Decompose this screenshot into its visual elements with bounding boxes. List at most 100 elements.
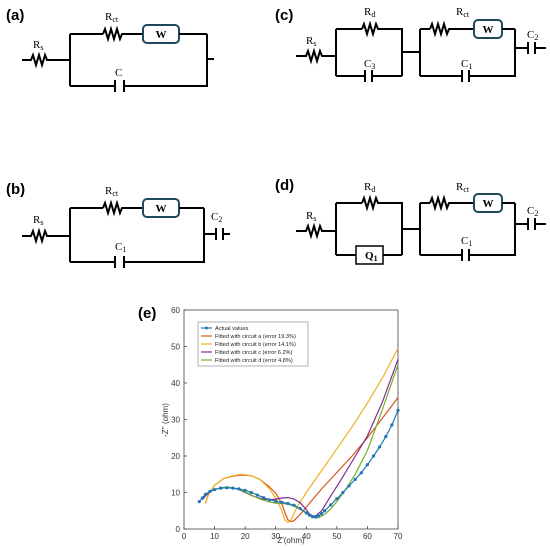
y-tick-label: 20 — [171, 452, 180, 461]
right-wires-b — [179, 207, 230, 235]
y-tick-label: 50 — [171, 343, 180, 352]
data-point — [319, 512, 324, 516]
x-tick-label: 50 — [332, 532, 341, 541]
panel-label-a: (a) — [6, 7, 24, 24]
parallel-wires-d2 — [419, 202, 516, 256]
plot-series — [197, 348, 400, 524]
rd-label-c: Rd — [364, 6, 375, 19]
y-axis-label: -Z'' (ohm) — [161, 403, 170, 437]
data-point — [347, 484, 351, 488]
data-point — [371, 454, 376, 458]
data-point — [353, 477, 357, 481]
capacitor-c1-c — [461, 70, 470, 82]
c3-label: C3 — [364, 58, 375, 71]
y-tick-label: 60 — [171, 306, 180, 315]
data-point — [219, 486, 223, 490]
legend-marker — [205, 326, 208, 330]
q1-label: Q1 — [365, 250, 378, 263]
data-point — [268, 498, 272, 502]
c2-label-d: C2 — [527, 205, 538, 218]
data-point — [378, 445, 382, 449]
x-tick-label: 60 — [363, 532, 372, 541]
capacitor-c2-c — [527, 42, 536, 54]
rs-label: Rs — [33, 39, 43, 52]
x-tick-label: 40 — [302, 532, 311, 541]
data-point — [237, 487, 241, 491]
data-point — [329, 503, 333, 507]
rct-label-c: Rct — [456, 6, 470, 19]
legend-entry: Fitted with circuit b (error 14.1%) — [215, 342, 296, 348]
cpe-box-q1 — [355, 245, 384, 265]
rct-resistor-a — [102, 25, 143, 43]
legend-entry: Fitted with circuit c (error 6.2%) — [215, 350, 293, 356]
data-point — [396, 408, 400, 412]
legend-box — [197, 321, 309, 367]
data-point — [203, 492, 207, 496]
parallel-wires-c2 — [419, 28, 516, 77]
data-point — [208, 489, 212, 494]
warburg-label-d: W — [483, 198, 494, 210]
c1-label-d: C1 — [461, 235, 472, 248]
data-point — [292, 503, 296, 507]
c2-label-b: C2 — [211, 211, 222, 224]
rct-label-a: Rct — [105, 11, 119, 24]
y-tick-label: 30 — [171, 416, 180, 425]
legend-entry: Fitted with circuit d (error 4.8%) — [215, 358, 293, 364]
warburg-label-b: W — [156, 203, 167, 215]
y-tick-label: 40 — [171, 379, 180, 388]
x-axis-label: Z'(ohm) — [277, 536, 305, 545]
panel-label-c: (c) — [275, 7, 293, 24]
rd-resistor-d — [361, 194, 380, 212]
data-point — [212, 487, 217, 492]
rs-resistor-b — [22, 227, 70, 245]
circuit-d: (d) Rs Rd Q1 Rct W C1 C2 — [275, 177, 546, 265]
c1-label-b: C1 — [115, 241, 126, 254]
legend-entry: Fitted with circuit a (error 19.3%) — [215, 334, 296, 340]
data-point — [225, 486, 229, 490]
data-point — [359, 471, 363, 475]
y-tick-label: 10 — [171, 489, 180, 498]
panel-label-d: (d) — [275, 177, 294, 194]
data-point — [261, 496, 266, 500]
series-line-3 — [204, 348, 399, 524]
circuit-a: (a) Rs Rct W C — [6, 7, 214, 92]
capacitor-c1-d — [461, 249, 470, 261]
capacitor-a — [114, 80, 125, 92]
data-point — [197, 500, 201, 504]
rs-resistor-c — [296, 47, 336, 65]
right-wires-a — [179, 33, 214, 60]
c1-label-c: C1 — [461, 58, 472, 71]
data-point — [384, 435, 388, 439]
data-point — [255, 493, 259, 497]
circuit-b: (b) Rs Rct W C1 C2 — [6, 181, 230, 268]
data-point — [335, 497, 339, 501]
circuit-c: (c) Rs Rd C3 Rct W C1 C2 — [275, 6, 546, 82]
capacitor-c2-b — [215, 228, 224, 240]
parallel-wires-b — [69, 207, 205, 263]
data-point — [280, 500, 284, 504]
data-point — [274, 499, 278, 503]
parallel-wires-a — [69, 33, 208, 87]
legend-entry: Actual values — [215, 326, 248, 332]
data-point — [323, 509, 327, 513]
data-point — [310, 514, 314, 519]
right-wires-d — [502, 202, 546, 225]
rct-label-d: Rct — [456, 181, 470, 194]
warburg-label-a: W — [156, 29, 167, 41]
right-wires-c — [502, 28, 546, 49]
data-point — [341, 490, 345, 495]
capacitor-c1-b — [114, 256, 125, 268]
parallel-wires-d1 — [335, 202, 420, 256]
x-tick-label: 20 — [241, 532, 250, 541]
parallel-wires-c1 — [335, 28, 420, 77]
y-tick-label: 0 — [176, 525, 181, 534]
rct-resistor-c — [429, 20, 474, 38]
rs-label-b: Rs — [33, 214, 43, 227]
c-label-a: C — [115, 67, 122, 79]
panel-label-e: (e) — [138, 305, 156, 322]
data-point — [307, 513, 311, 517]
